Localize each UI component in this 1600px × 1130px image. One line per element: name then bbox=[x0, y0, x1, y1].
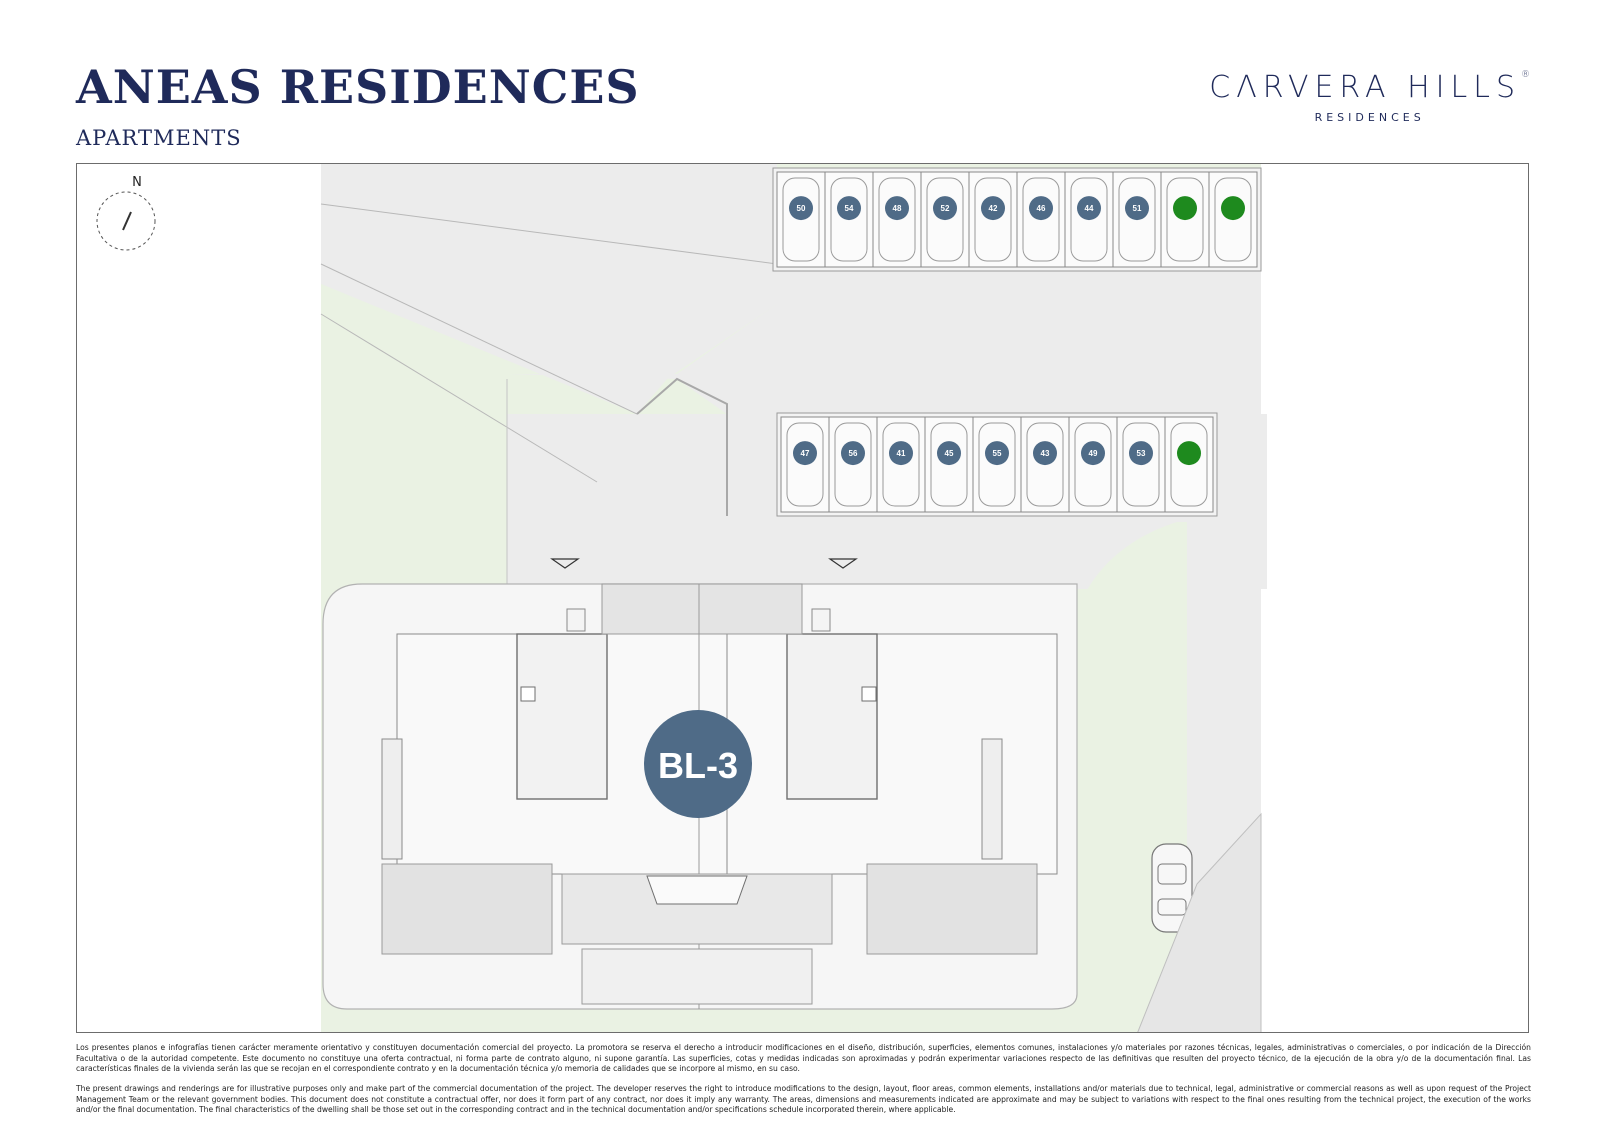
car-outline-icon bbox=[1070, 177, 1108, 262]
car-outline-icon bbox=[1118, 177, 1156, 262]
parking-space[interactable]: 41 bbox=[876, 416, 926, 513]
north-compass-icon: N bbox=[96, 175, 156, 251]
spot-number-label: 55 bbox=[993, 449, 1002, 458]
building-badge-circle bbox=[644, 710, 752, 818]
page-title: ANEAS RESIDENCES bbox=[76, 60, 640, 114]
spot-number-badge bbox=[1125, 196, 1149, 221]
ramp-edge-line bbox=[320, 263, 638, 415]
spot-number-badge bbox=[1033, 441, 1057, 466]
parking-space[interactable]: 42 bbox=[968, 171, 1018, 268]
spot-number-label: 53 bbox=[1137, 449, 1146, 458]
site-plan-drawing: 50 54 48 52 42 46 44 51 47 56 41 45 55 43 49 53 bbox=[96, 164, 1267, 1032]
parking-space[interactable]: 49 bbox=[1068, 416, 1118, 513]
car-outline-icon bbox=[882, 422, 920, 507]
spot-number-badge bbox=[1029, 196, 1053, 221]
parking-space[interactable]: 44 bbox=[1064, 171, 1114, 268]
compass-label: N bbox=[132, 175, 142, 190]
brand-name: CΛRVERA HILLS® bbox=[1209, 70, 1530, 105]
spot-number-label: 44 bbox=[1085, 204, 1094, 213]
spot-number-badge bbox=[981, 196, 1005, 221]
spot-number-badge bbox=[889, 441, 913, 466]
available-spot-marker bbox=[1173, 196, 1197, 221]
disclaimer-english: The present drawings and renderings are … bbox=[76, 1084, 1531, 1114]
spot-number-badge bbox=[985, 441, 1009, 466]
car-outline-icon bbox=[1170, 422, 1208, 507]
spot-number-badge bbox=[837, 196, 861, 221]
spot-number-label: 41 bbox=[897, 449, 906, 458]
parking-space[interactable]: 51 bbox=[1112, 171, 1162, 268]
disclaimer-spanish: Los presentes planos e infografías tiene… bbox=[76, 1043, 1531, 1073]
car-outline-icon bbox=[1022, 177, 1060, 262]
spot-number-label: 46 bbox=[1037, 204, 1046, 213]
parking-row-bottom: 47 56 41 45 55 43 49 53 bbox=[776, 412, 1218, 517]
parking-space[interactable]: 52 bbox=[920, 171, 970, 268]
spot-number-badge bbox=[1129, 441, 1153, 466]
spot-number-badge bbox=[937, 441, 961, 466]
parking-space[interactable]: 46 bbox=[1016, 171, 1066, 268]
car-outline-icon bbox=[1026, 422, 1064, 507]
spot-number-badge bbox=[933, 196, 957, 221]
spot-number-label: 47 bbox=[801, 449, 810, 458]
spot-number-badge bbox=[885, 196, 909, 221]
ramp-edge-line bbox=[320, 313, 598, 483]
spot-number-label: 48 bbox=[893, 204, 902, 213]
available-spot-marker bbox=[1177, 441, 1201, 466]
car-outline-icon bbox=[878, 177, 916, 262]
parking-space[interactable]: 53 bbox=[1116, 416, 1166, 513]
parking-space[interactable]: 47 bbox=[780, 416, 830, 513]
parking-space[interactable]: 54 bbox=[824, 171, 874, 268]
ramp-edge-line bbox=[320, 203, 778, 265]
car-outline-icon bbox=[786, 422, 824, 507]
parking-space[interactable]: 50 bbox=[776, 171, 826, 268]
spot-number-label: 54 bbox=[845, 204, 854, 213]
registered-mark: ® bbox=[1521, 70, 1530, 80]
building-badge: BL-3 bbox=[644, 710, 752, 818]
site-plan: 50 54 48 52 42 46 44 51 47 56 41 45 55 43 49 53 bbox=[76, 163, 1529, 1033]
car-outline-icon bbox=[1074, 422, 1112, 507]
spot-number-label: 42 bbox=[989, 204, 998, 213]
car-outline-icon bbox=[830, 177, 868, 262]
entrance-marker-icon bbox=[550, 558, 580, 569]
driveway-ramp bbox=[321, 164, 777, 414]
car-outline-icon bbox=[978, 422, 1016, 507]
available-spot-marker bbox=[1221, 196, 1245, 221]
parking-space[interactable]: 55 bbox=[972, 416, 1022, 513]
parking-space[interactable]: 48 bbox=[872, 171, 922, 268]
parking-space[interactable] bbox=[1160, 171, 1210, 268]
spot-number-label: 50 bbox=[797, 204, 806, 213]
parked-car-icon bbox=[1151, 843, 1193, 933]
spot-number-badge bbox=[789, 196, 813, 221]
page-subtitle: APARTMENTS bbox=[76, 126, 242, 150]
parking-space[interactable] bbox=[1208, 171, 1258, 268]
spot-number-label: 52 bbox=[941, 204, 950, 213]
spot-number-label: 56 bbox=[849, 449, 858, 458]
brand-tagline: RESIDENCES bbox=[1314, 111, 1425, 124]
spot-number-label: 49 bbox=[1089, 449, 1098, 458]
car-outline-icon bbox=[1214, 177, 1252, 262]
car-outline-icon bbox=[782, 177, 820, 262]
ramp-wall bbox=[636, 377, 728, 516]
spot-number-badge bbox=[841, 441, 865, 466]
spot-number-label: 51 bbox=[1133, 204, 1142, 213]
side-parking-stripes bbox=[1137, 812, 1262, 1032]
entrance-marker-icon bbox=[828, 558, 858, 569]
car-outline-icon bbox=[1166, 177, 1204, 262]
parking-space[interactable]: 45 bbox=[924, 416, 974, 513]
spot-number-label: 43 bbox=[1041, 449, 1050, 458]
spot-number-badge bbox=[1081, 441, 1105, 466]
car-outline-icon bbox=[834, 422, 872, 507]
spot-number-label: 45 bbox=[945, 449, 954, 458]
car-outline-icon bbox=[974, 177, 1012, 262]
car-outline-icon bbox=[930, 422, 968, 507]
spot-number-badge bbox=[793, 441, 817, 466]
building-label: BL-3 bbox=[658, 745, 738, 786]
parking-space[interactable]: 56 bbox=[828, 416, 878, 513]
parking-space[interactable] bbox=[1164, 416, 1214, 513]
parking-row-top: 50 54 48 52 42 46 44 51 bbox=[772, 167, 1262, 272]
car-outline-icon bbox=[1122, 422, 1160, 507]
car-outline-icon bbox=[926, 177, 964, 262]
spot-number-badge bbox=[1077, 196, 1101, 221]
brand-logo: CΛRVERA HILLS® RESIDENCES bbox=[1209, 70, 1530, 124]
parking-space[interactable]: 43 bbox=[1020, 416, 1070, 513]
